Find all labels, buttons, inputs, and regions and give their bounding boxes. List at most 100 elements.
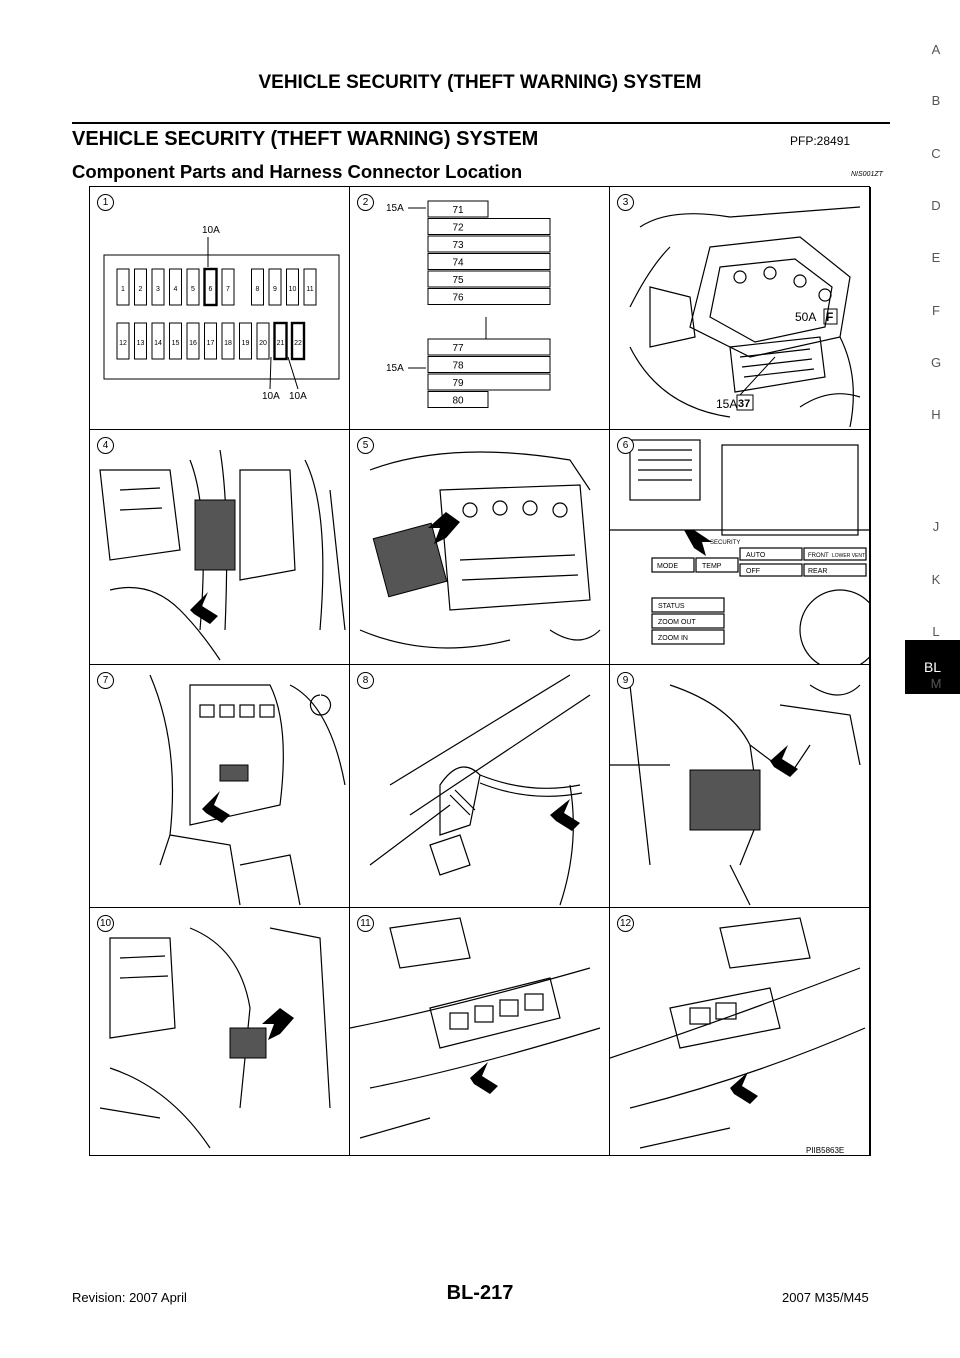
fuse-number: 13 — [137, 340, 145, 347]
tab-c[interactable]: C — [931, 146, 941, 161]
fuse-slot — [134, 268, 147, 306]
fuse-number: 75 — [452, 275, 464, 286]
fuse-number: 76 — [452, 293, 464, 304]
panel-7: 7 — [90, 665, 350, 908]
panel-number: 4 — [97, 437, 114, 454]
panel-6: 6 SECURITY MODE TEMP AUTO FRONT LOWER VE… — [610, 430, 871, 665]
btn-temp: TEMP — [702, 563, 722, 570]
connector-f-label: F — [826, 310, 833, 324]
driver-door-switch-drawing — [350, 917, 601, 1139]
btn-lower-vent: LOWER VENT — [832, 553, 865, 559]
panel-9: 9 — [610, 665, 871, 908]
tab-l[interactable]: L — [932, 624, 940, 639]
fuse-number: 79 — [452, 378, 464, 389]
instrument-lower-drawing — [149, 674, 346, 906]
panel-11: 11 — [350, 908, 610, 1156]
fuse-number: 15 — [172, 340, 180, 347]
fuse-slot — [427, 235, 551, 253]
fuse-label-15a: 15A — [716, 397, 737, 411]
fuse-number: 9 — [273, 286, 277, 293]
tab-b[interactable]: B — [931, 93, 941, 108]
fuse-label-bottom-a: 10A — [262, 391, 280, 402]
fuse-slot — [256, 322, 270, 360]
fuse-slot — [116, 268, 130, 306]
panel-5: 5 — [350, 430, 610, 665]
section-title: VEHICLE SECURITY (THEFT WARNING) SYSTEM — [72, 128, 539, 150]
fuse-slot — [203, 267, 218, 307]
fuse-label-a: 15A — [386, 203, 404, 214]
fuse-slot — [290, 321, 306, 361]
fuse-slot — [427, 338, 551, 356]
btn-off: OFF — [746, 568, 760, 575]
tab-h[interactable]: H — [931, 407, 941, 422]
tab-e[interactable]: E — [931, 250, 941, 265]
tab-k[interactable]: K — [931, 572, 941, 587]
arrow-icon — [730, 1072, 758, 1104]
security-label: SECURITY — [710, 540, 740, 546]
fuse-number: 5 — [191, 286, 195, 293]
tab-f[interactable]: F — [932, 303, 940, 318]
fuse-number: 22 — [294, 340, 302, 347]
panel-number: 9 — [617, 672, 634, 689]
fuse-number: 21 — [277, 340, 285, 347]
fuse-slot — [116, 322, 130, 360]
fuse-label-b: 15A — [386, 363, 404, 374]
btn-status: STATUS — [658, 603, 685, 610]
fuse-slot — [427, 391, 489, 408]
btn-auto: AUTO — [746, 552, 766, 559]
section-tabs: A B C D E F G H BL J K L M — [905, 0, 960, 1358]
arrow-icon — [550, 799, 580, 831]
nis-code: NIS001ZT — [851, 171, 883, 178]
tab-a[interactable]: A — [931, 42, 941, 57]
hood-latch-drawing — [369, 674, 591, 906]
passenger-door-switch-drawing — [610, 917, 866, 1149]
btn-zoom-in: ZOOM IN — [658, 635, 688, 642]
fuse-slot — [186, 322, 200, 360]
footwell-ecu-drawing — [610, 684, 861, 906]
fuse-slot — [427, 253, 551, 270]
arrow-icon — [202, 791, 230, 823]
arrow-icon — [684, 530, 712, 556]
fuse-slot — [186, 268, 200, 306]
fuse-number: 20 — [259, 340, 267, 347]
fuse-slot — [268, 268, 282, 306]
fuse-slot — [303, 268, 317, 306]
fuse-slot — [169, 322, 182, 360]
arrow-icon — [470, 1062, 498, 1094]
fuse-slot — [273, 321, 288, 361]
panel-8: 8 — [350, 665, 610, 908]
fuse-slot — [239, 322, 252, 360]
fuse-number: 80 — [452, 396, 464, 407]
tab-bl[interactable]: BL — [905, 640, 960, 694]
panel-number: 5 — [357, 437, 374, 454]
panel-number: 12 — [617, 915, 634, 932]
fuse-slot — [251, 268, 264, 306]
header-rule — [72, 122, 890, 124]
fuse-number: 73 — [452, 240, 464, 251]
fuse-slot — [221, 268, 235, 306]
fuse-slot — [286, 268, 299, 306]
page-number: BL-217 — [446, 1282, 514, 1304]
panel-number: 6 — [617, 437, 634, 454]
tab-d[interactable]: D — [931, 198, 941, 213]
btn-zoom-out: ZOOM OUT — [658, 619, 696, 626]
arrow-icon — [190, 592, 218, 624]
fuse-slot — [427, 270, 551, 288]
fuse-label-bottom-b: 10A — [289, 391, 307, 402]
tab-j[interactable]: J — [932, 519, 940, 534]
under-dash-drawing — [99, 927, 331, 1149]
panel-number: 8 — [357, 672, 374, 689]
panel-number: 7 — [97, 672, 114, 689]
fuse-slot — [221, 322, 235, 360]
tab-g[interactable]: G — [930, 355, 942, 370]
fuse-number: 71 — [452, 205, 464, 216]
fuse-label-50a: 50A — [795, 310, 816, 324]
tab-m[interactable]: M — [930, 676, 942, 691]
fuse-number: 12 — [119, 340, 127, 347]
panel-number: 10 — [97, 915, 114, 932]
